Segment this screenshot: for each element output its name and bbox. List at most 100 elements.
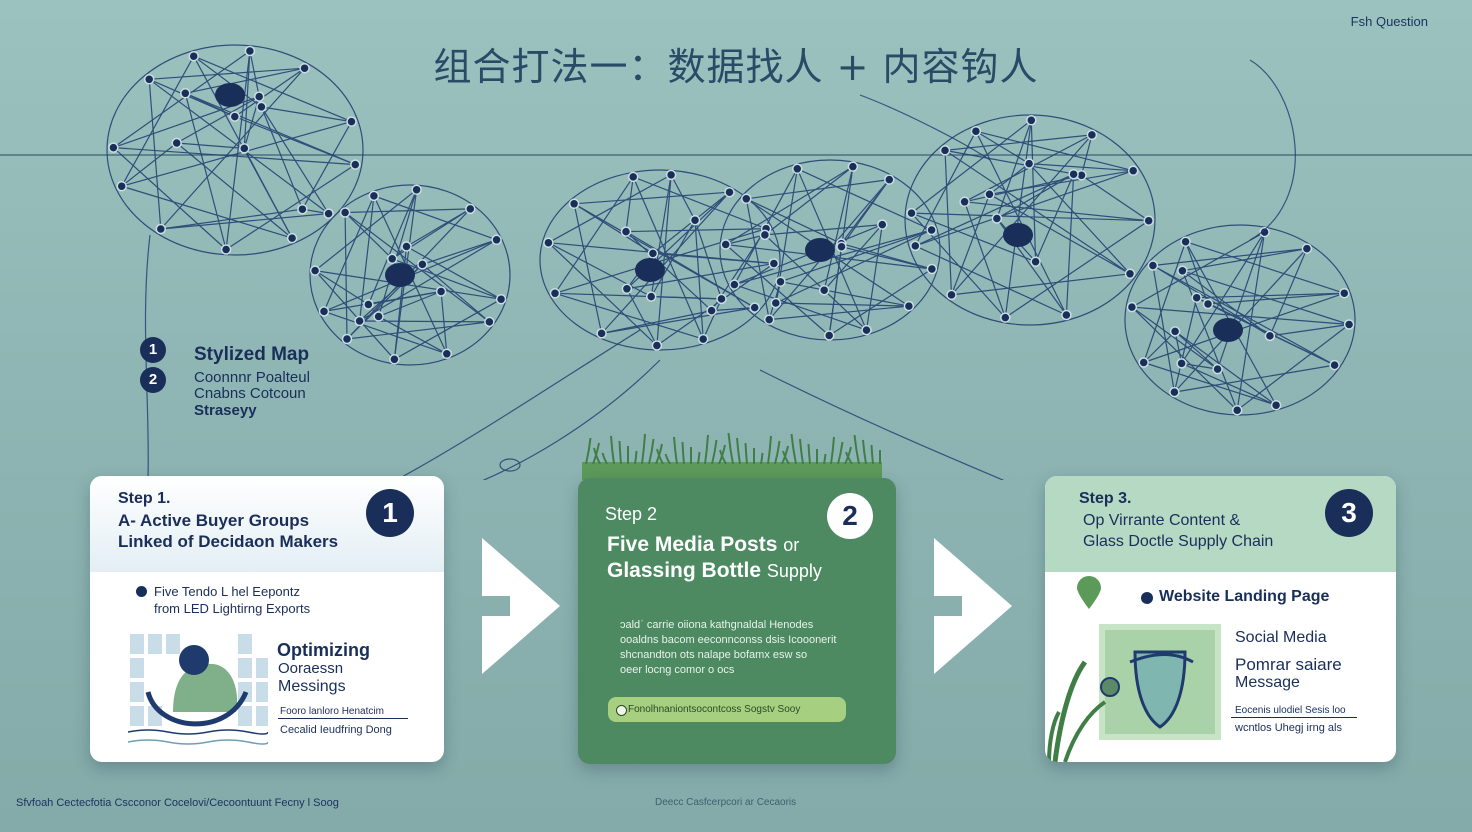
network-edge — [601, 191, 730, 334]
network-node — [763, 314, 775, 325]
step-1-label: Step 1. — [118, 490, 171, 507]
step-2-pill-button[interactable]: Fonolhnaniontsocontcoss Sogstv Sooy — [608, 697, 846, 722]
network-node — [180, 88, 191, 99]
step-2-heading-1b: or — [783, 535, 800, 555]
network-edge — [547, 242, 658, 346]
footer-center: Deecc Casfcerpcori ar Cecaoris — [655, 797, 797, 808]
network-node — [620, 226, 632, 237]
network-edge — [632, 176, 704, 340]
network-edge — [950, 194, 991, 296]
network-edge — [301, 121, 353, 210]
step-3-label: Step 3. — [1079, 490, 1132, 507]
network-node — [596, 328, 607, 339]
network-edge — [775, 302, 909, 307]
bullet-dot-icon — [1141, 592, 1153, 604]
network-node — [188, 50, 199, 62]
network-cluster-outline — [106, 44, 364, 256]
step-3-note-1: Eocenis ulodiel Sesis loo — [1235, 705, 1346, 716]
step-2-label: Step 2 — [605, 504, 658, 524]
step-1-note-1: Fooro lanloro Henatcim — [280, 706, 384, 717]
network-node — [884, 174, 895, 185]
step-2-heading: Five Media Posts or Glassing Bottle Supp… — [607, 532, 822, 584]
network-node — [171, 137, 182, 149]
network-node — [341, 333, 353, 345]
step-1-feature-1: Optimizing — [277, 640, 370, 660]
network-edge — [113, 50, 251, 149]
network-node — [1343, 319, 1355, 330]
network-edge — [378, 315, 448, 355]
grass-blade — [656, 448, 664, 465]
network-hub — [805, 238, 835, 262]
arrow-right-icon — [934, 538, 1012, 674]
network-edge — [391, 258, 502, 300]
grass-blade — [618, 440, 622, 465]
network-edge — [193, 55, 352, 123]
network-edge — [440, 291, 448, 354]
step-1-bullet-1: Five Tendo L hel Eepontz — [154, 584, 300, 599]
network-node — [116, 180, 127, 192]
network-edge — [725, 166, 854, 246]
network-edge — [394, 298, 502, 360]
network-edge — [626, 288, 658, 346]
network-edge — [746, 198, 842, 245]
network-node — [836, 241, 847, 252]
step-1-header: Step 1. A- Active Buyer Groups Linked of… — [90, 476, 444, 572]
grass-blade — [634, 450, 638, 465]
network-node — [256, 101, 267, 113]
bullet-dot-icon — [136, 586, 147, 597]
network-edge — [1143, 241, 1187, 363]
network-node — [706, 305, 717, 316]
network-edge — [1181, 362, 1218, 370]
network-node — [621, 283, 633, 295]
network-edge — [944, 134, 1092, 151]
network-edge — [160, 67, 306, 230]
page-title: 组合打法一：数据找人 + 内容钩人 — [433, 45, 1039, 89]
grass-blade — [697, 451, 701, 465]
network-node — [984, 189, 995, 200]
network-node — [1023, 158, 1035, 169]
arrow-right-icon — [482, 538, 560, 674]
network-edge — [554, 292, 722, 300]
network-node — [861, 324, 872, 336]
network-node — [818, 284, 830, 296]
network-node — [354, 315, 365, 327]
network-node — [286, 232, 298, 244]
network-node — [346, 116, 357, 127]
network-edge — [989, 163, 1030, 195]
network-edge — [1152, 264, 1335, 366]
network-edge — [323, 290, 442, 312]
network-edge — [234, 67, 305, 118]
grass-blade — [844, 446, 852, 465]
network-edge — [225, 50, 251, 250]
network-node — [1301, 243, 1313, 254]
network-node — [926, 263, 938, 275]
network-edge — [121, 185, 293, 239]
network-node — [339, 207, 351, 218]
network-node — [724, 186, 735, 198]
network-edge — [625, 231, 756, 309]
grass-blade — [862, 439, 867, 465]
network-edge — [243, 50, 251, 149]
network-edge — [745, 198, 770, 320]
network-edge — [1081, 174, 1150, 222]
network-cluster-outline — [1124, 224, 1356, 416]
network-node — [741, 193, 752, 205]
network-edge — [746, 179, 890, 200]
shield-plant-illustration — [1047, 624, 1221, 762]
legend-number-2: 2 — [140, 367, 166, 393]
network-node — [1191, 292, 1202, 303]
network-edge — [944, 150, 953, 295]
grass-blade — [774, 440, 781, 465]
network-edge — [359, 239, 497, 322]
network-node — [1086, 129, 1098, 141]
network-edge — [1182, 270, 1271, 337]
network-node — [1212, 363, 1223, 375]
step-1-divider — [278, 718, 408, 719]
step-2-heading-2a: Glassing Bottle — [607, 559, 762, 582]
network-edge — [975, 130, 1030, 165]
network-edge — [344, 212, 393, 260]
network-edge — [780, 281, 910, 307]
network-node — [770, 297, 782, 309]
network-edge — [574, 191, 730, 205]
network-node — [906, 207, 917, 219]
